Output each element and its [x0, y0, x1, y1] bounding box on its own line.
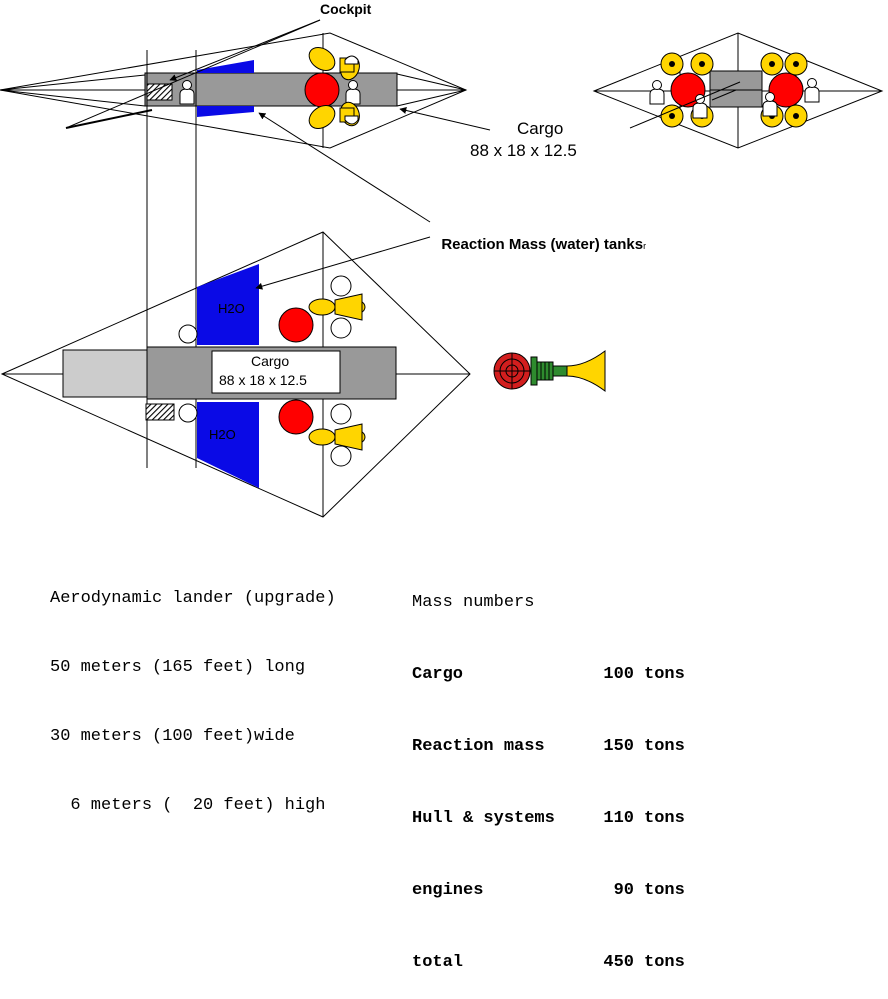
- plan-cockpit: [145, 403, 175, 421]
- plan-water-tank-lower: [197, 402, 259, 488]
- side-crew-figure: [179, 80, 195, 105]
- mass-row-name: engines: [412, 881, 484, 900]
- mass-row-unit: tons: [644, 881, 685, 900]
- reaction-mass-text: Reaction Mass (water) tanks: [441, 236, 644, 253]
- mass-table: Mass numbers Cargo 100 tons Reaction mass 1…: [412, 543, 685, 999]
- nose-probe: [65, 109, 153, 129]
- mass-row-name: Reaction mass: [412, 737, 545, 756]
- lander-specs: Aerodynamic lander (upgrade) 50 meters (…: [50, 541, 336, 840]
- mass-row-unit: tons: [644, 737, 685, 756]
- lander-diagram: H2O H2O: [0, 19, 884, 518]
- side-water-tank-upper: [197, 60, 254, 73]
- plan-water-tank-upper: [197, 264, 259, 345]
- plan-view: [0, 231, 471, 518]
- h2o-label-lower: H2O: [209, 427, 236, 442]
- mass-row-value: 90: [613, 881, 634, 900]
- side-view: [0, 32, 468, 149]
- cockpit-label: Cockpit: [320, 1, 372, 17]
- front-cargo-section: [709, 70, 763, 108]
- mass-row-unit: tons: [644, 665, 685, 684]
- mass-heading: Mass numbers: [412, 593, 535, 612]
- plan-cargo-label-box: [211, 350, 341, 394]
- side-water-tank-lower: [197, 106, 254, 117]
- h2o-label-upper: H2O: [218, 301, 245, 316]
- mass-row-unit: tons: [644, 809, 685, 828]
- cargo-top-dims: 88 x 18 x 12.5: [470, 141, 577, 160]
- mass-row-unit: tons: [644, 953, 685, 972]
- specs-title: Aerodynamic lander (upgrade): [50, 589, 336, 608]
- mass-row: Cargo 100 tons: [412, 663, 685, 687]
- plan-engine-upper: [278, 307, 314, 343]
- specs-height: 6 meters ( 20 feet) high: [50, 796, 326, 815]
- cargo-top-label: Cargo: [517, 119, 564, 138]
- callout-arrows: [65, 19, 741, 290]
- cargo-plan-dims: 88 x 18 x 12.5: [219, 372, 307, 388]
- engine-detail-nozzle: [566, 350, 606, 392]
- reaction-mass-suffix: r: [643, 241, 647, 251]
- specs-length: 50 meters (165 feet) long: [50, 658, 306, 677]
- mass-row: Reaction mass 150 tons: [412, 735, 685, 759]
- mass-row: total 450 tons: [412, 951, 685, 975]
- specs-width: 30 meters (100 feet)wide: [50, 727, 295, 746]
- front-view: [592, 32, 884, 149]
- mass-row-value: 150: [603, 737, 634, 756]
- side-crew-figure-2: [345, 80, 361, 105]
- reaction-mass-label: Reaction Mass (water) tanksr: [433, 219, 646, 253]
- side-engine: [304, 72, 340, 108]
- mass-row-value: 450: [603, 953, 634, 972]
- engine-detail-flange: [530, 356, 538, 386]
- plan-engine-lower: [278, 399, 314, 435]
- mass-row-name: Hull & systems: [412, 809, 555, 828]
- mass-row-name: Cargo: [412, 665, 464, 684]
- front-engine-right: [768, 72, 804, 108]
- mass-row-name: total: [412, 953, 464, 972]
- mass-row: engines 90 tons: [412, 879, 685, 903]
- mass-row: Hull & systems 110 tons: [412, 807, 685, 831]
- plan-aft-section: [62, 349, 148, 398]
- cargo-plan-label: Cargo: [251, 353, 290, 369]
- engine-detail: [493, 350, 606, 392]
- mass-row-value: 100: [603, 665, 634, 684]
- mass-row-value: 110: [603, 809, 634, 828]
